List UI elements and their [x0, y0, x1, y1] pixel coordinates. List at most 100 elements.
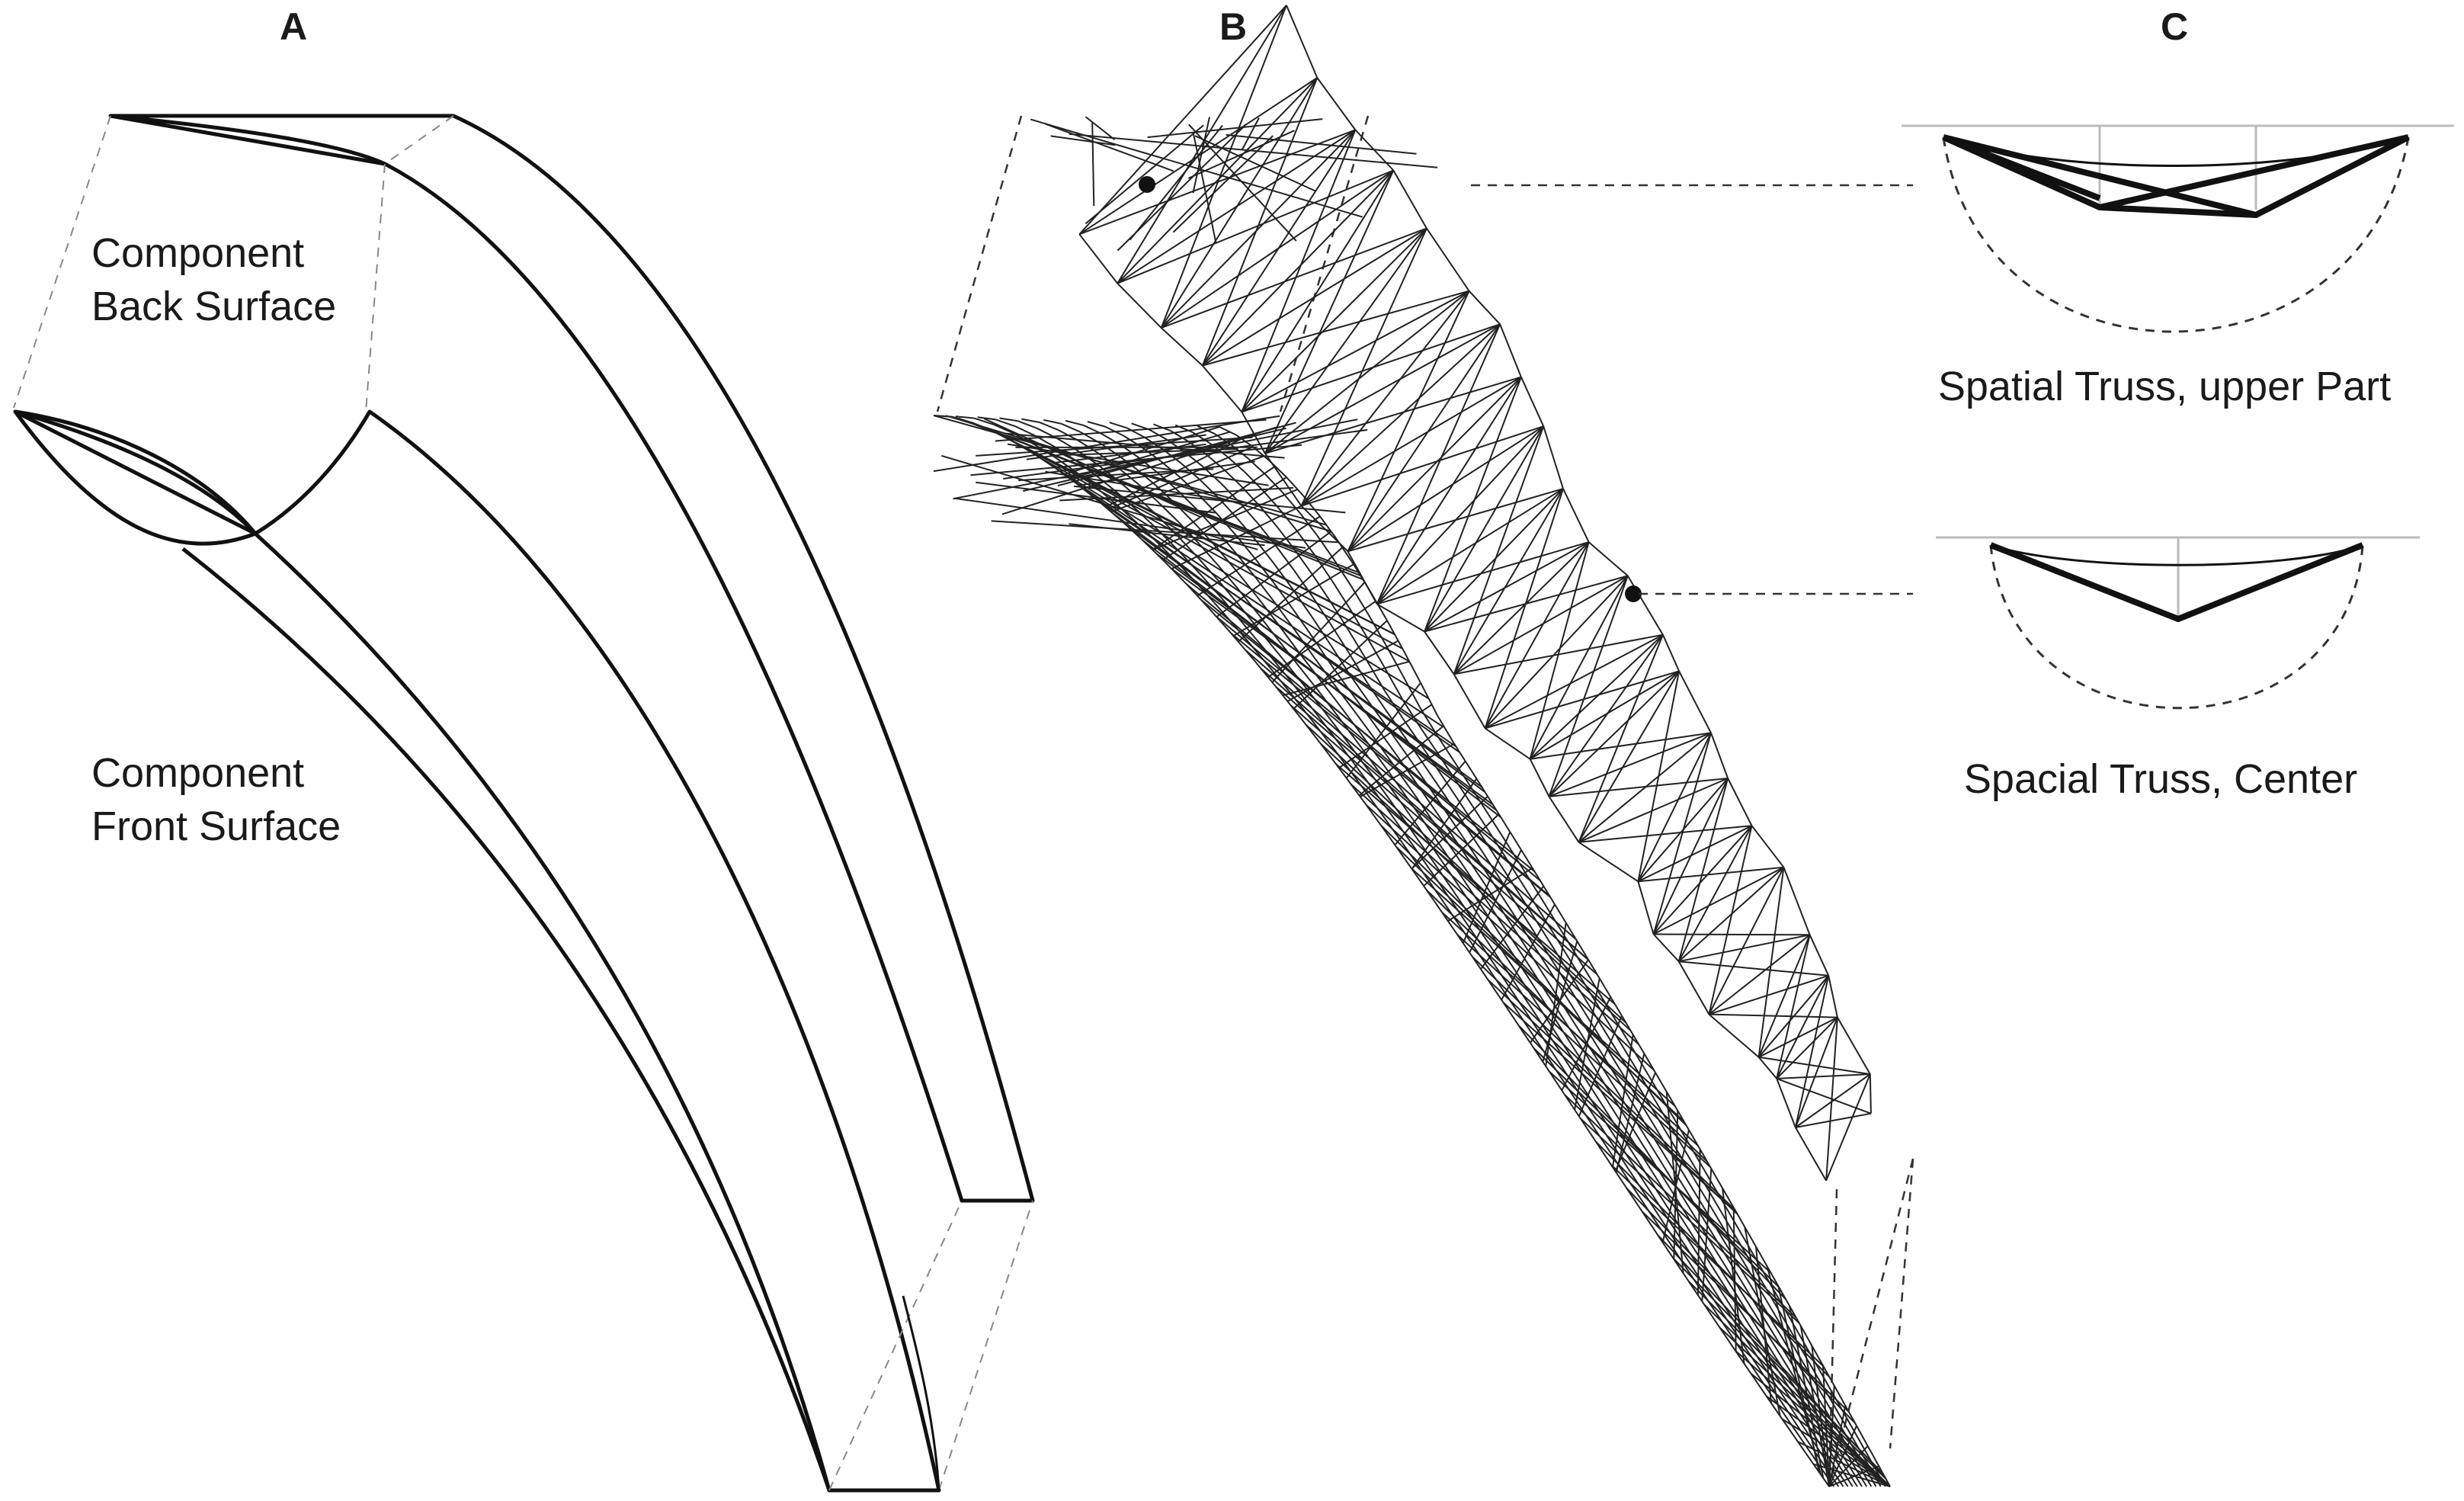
truss-member [1059, 486, 1294, 502]
truss-member [1402, 843, 1426, 877]
truss-member [1788, 1359, 1809, 1392]
truss-member [1488, 814, 1507, 842]
panel-letter-b: B [1219, 5, 1247, 48]
truss-member [1039, 422, 1059, 431]
truss-member [1366, 637, 1386, 669]
truss-member [1367, 614, 1386, 645]
truss-member [1267, 600, 1376, 678]
truss-member [1305, 723, 1627, 1024]
back-surface-label-line1: Component [91, 230, 304, 276]
truss-member [952, 415, 972, 424]
truss-member [1142, 539, 1165, 563]
truss-member [1776, 935, 1811, 1079]
truss-member [1347, 425, 1544, 553]
truss-member [1264, 170, 1395, 454]
truss-member [933, 415, 1280, 473]
truss-member [1316, 77, 1357, 130]
truss-member [1692, 1201, 1713, 1234]
truss-member [1764, 1385, 1789, 1420]
truss-member [1658, 1216, 1683, 1252]
truss-member [1664, 1142, 1684, 1175]
truss-member [1367, 701, 1389, 728]
truss-member [1198, 558, 1221, 583]
truss-member [1650, 1214, 1674, 1249]
truss-member [1729, 1238, 1749, 1270]
truss-member [1820, 1453, 1844, 1487]
truss-member [1677, 825, 1753, 962]
truss-member [1570, 1079, 1594, 1115]
truss-member [1593, 1066, 1615, 1099]
truss-member [1734, 1292, 1757, 1326]
truss-member [1274, 602, 1296, 630]
truss-member [1386, 726, 1407, 755]
truss-member [1087, 421, 1106, 428]
truss-member [1336, 538, 1354, 565]
truss-member [1747, 1268, 1767, 1301]
truss-member [1526, 1012, 1549, 1047]
truss-member [1482, 946, 1506, 981]
truss-member [1158, 473, 1178, 492]
truss-member [1607, 1050, 1628, 1082]
truss-member [1230, 632, 1254, 660]
front-surface-left-edge [181, 547, 831, 1491]
truss-member [1405, 753, 1426, 782]
truss-member [1517, 1025, 1786, 1300]
truss-member [1770, 1386, 1795, 1421]
truss-member [1549, 1071, 1574, 1108]
truss-member [1808, 1390, 1829, 1424]
truss-member [1726, 1290, 1749, 1324]
truss-member [1789, 1305, 1807, 1336]
truss-member [1329, 623, 1350, 653]
truss-member [1811, 1345, 1830, 1487]
truss-member [1799, 1325, 1830, 1487]
panel-c-center-section [1936, 536, 2420, 710]
truss-member [1018, 468, 1214, 482]
truss-member [1697, 1255, 1721, 1290]
truss-member [1430, 858, 1453, 890]
truss-member [1562, 488, 1590, 543]
truss-member [1179, 552, 1202, 576]
truss-member [1357, 728, 1379, 757]
truss-member [1261, 632, 1283, 659]
center-section-label: Spacial Truss, Center [1964, 756, 2357, 802]
truss-member [1623, 1102, 1645, 1136]
truss-member [1572, 1034, 1594, 1067]
truss-member [1802, 1361, 1822, 1394]
truss-member [1293, 569, 1313, 597]
truss-member [1746, 1243, 1766, 1275]
truss-member [1711, 1286, 1735, 1321]
truss-member [1247, 641, 1271, 669]
truss-member [1424, 488, 1564, 633]
truss-member [1330, 644, 1351, 675]
truss-member [993, 423, 1014, 435]
truss-member [1740, 1321, 1764, 1356]
truss-member [1754, 1324, 1777, 1358]
truss-member [1634, 1107, 1655, 1140]
truss-member [1447, 907, 1471, 941]
upper-section-truss [1942, 134, 2410, 218]
truss-member [1709, 974, 1829, 1015]
truss-member [976, 481, 1216, 514]
truss-member [1420, 743, 1440, 771]
truss-member [1459, 914, 1484, 948]
truss-member [1652, 778, 1729, 935]
truss-member [1591, 1089, 1614, 1124]
truss-member [1613, 1122, 1636, 1156]
truss-member [1300, 376, 1522, 507]
truss-member [1768, 1355, 1791, 1390]
truss-member [995, 419, 1267, 442]
truss-member [1402, 805, 1425, 836]
truss-member [1474, 825, 1494, 854]
truss-member [1652, 825, 1753, 935]
truss-member [1254, 558, 1275, 584]
truss-member [1275, 685, 1299, 716]
truss-member [1549, 1023, 1572, 1057]
truss-member [1353, 710, 1375, 738]
truss-member [1623, 1126, 1645, 1160]
truss-member [1529, 633, 1664, 760]
truss-member [1243, 624, 1267, 651]
truss-member [1264, 376, 1522, 454]
truss-member [1822, 1365, 1841, 1397]
truss-member [1026, 434, 1206, 460]
truss-member [1805, 1452, 1830, 1487]
